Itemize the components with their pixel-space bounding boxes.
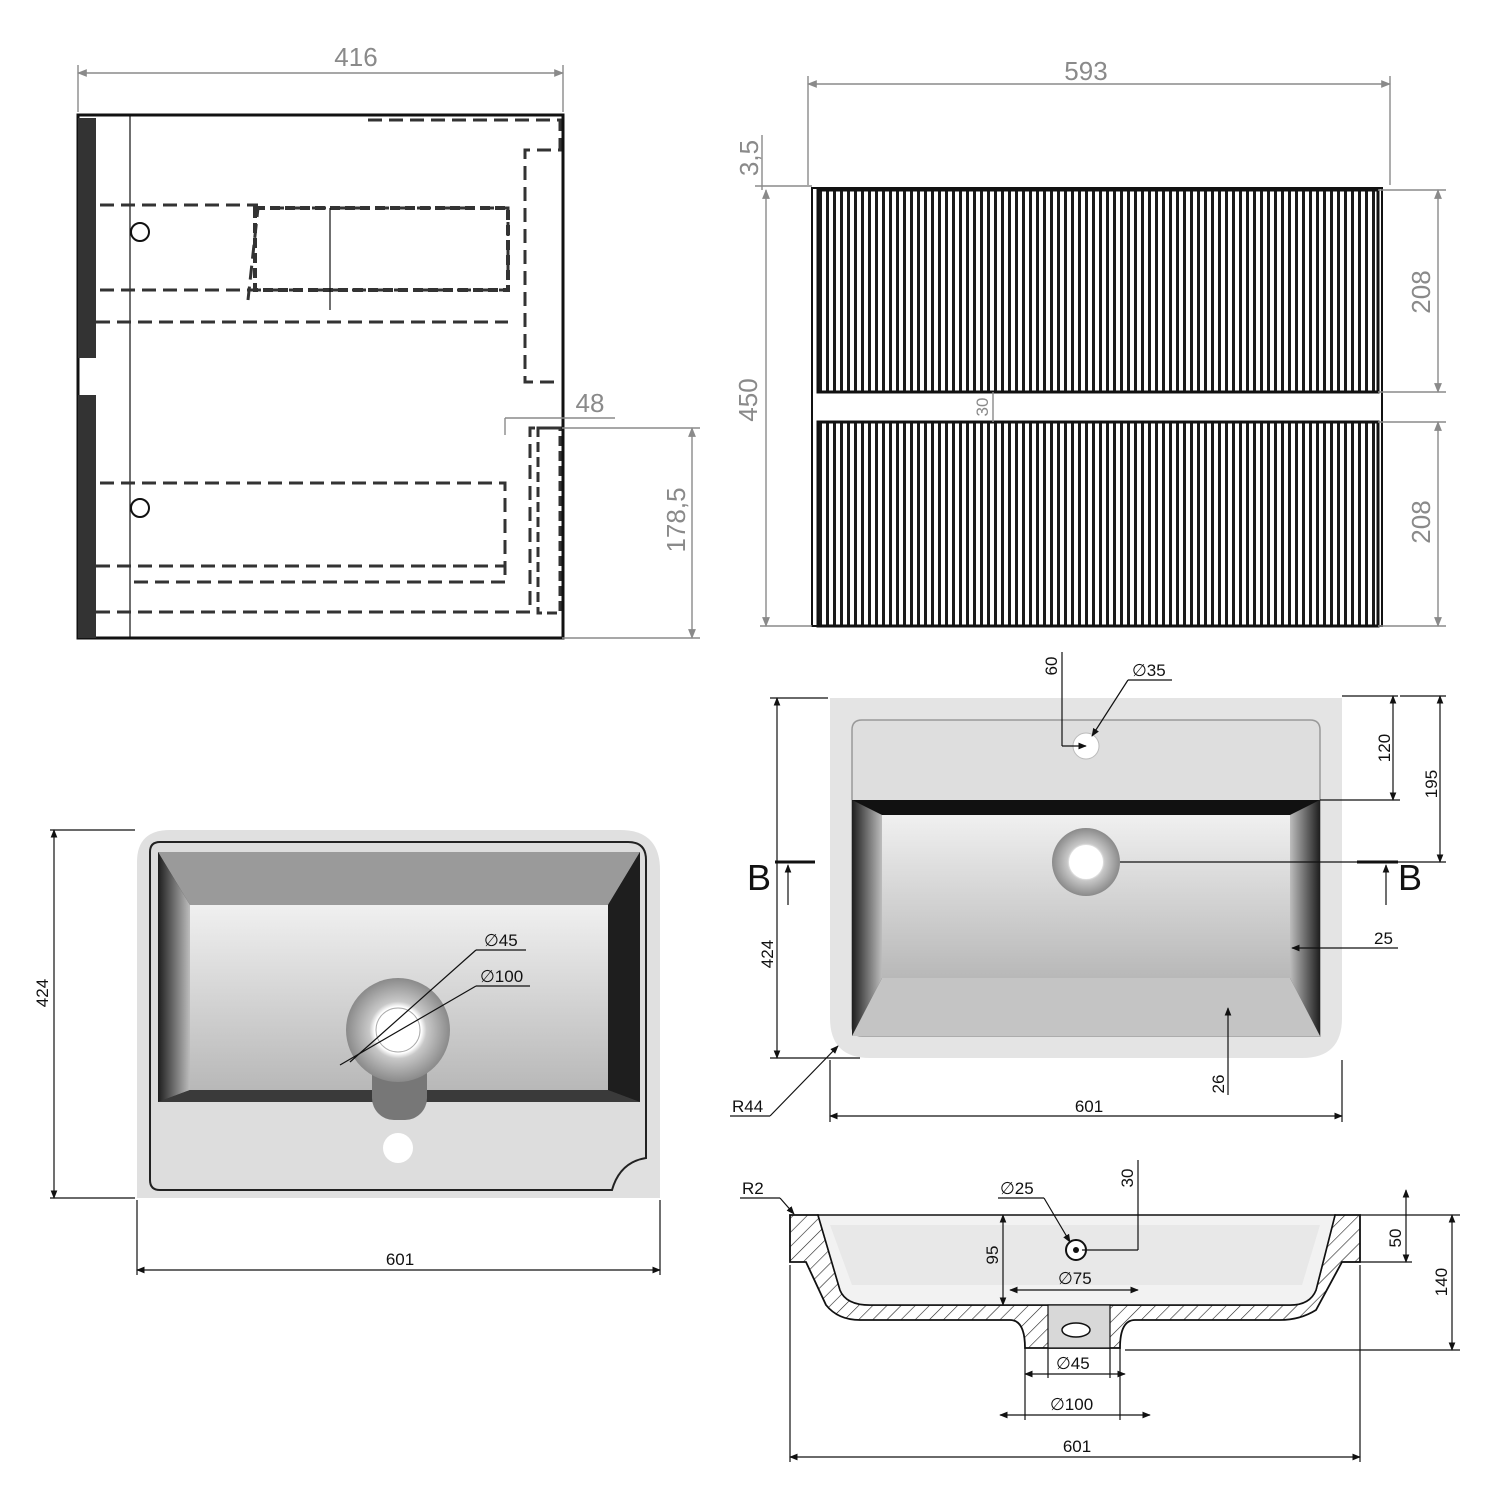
cabinet-front-view: 593 3,5 450 30 208 208 xyxy=(733,56,1446,628)
section-drain-top-label: ∅75 xyxy=(1058,1269,1092,1288)
section-overflow-hole-label: ∅25 xyxy=(1000,1179,1034,1198)
plan-tap-hole-label: ∅35 xyxy=(1132,661,1166,680)
section-marker-left: B xyxy=(747,857,771,898)
side-height-label: 178,5 xyxy=(661,487,691,552)
drain-inner xyxy=(375,1007,421,1053)
top-hole-small-label: ∅45 xyxy=(484,931,518,950)
top-width-label: 601 xyxy=(386,1250,414,1269)
section-drain-small-label: ∅45 xyxy=(1056,1354,1090,1373)
plan-width-label: 601 xyxy=(1075,1097,1103,1116)
plan-front-rim-label: 26 xyxy=(1209,1075,1228,1094)
plan-side-rim-label: 25 xyxy=(1374,929,1393,948)
drawer-bottom-front xyxy=(816,420,1380,628)
plan-tap-offset-label: 60 xyxy=(1042,657,1061,676)
front-gap-label: 30 xyxy=(973,398,992,417)
cabinet-side-view: 416 48 178,5 xyxy=(76,42,700,640)
section-overflow-height-label: 30 xyxy=(1118,1169,1137,1188)
basin-section-view: R2 ∅25 30 95 ∅75 ∅45 ∅100 50 140 xyxy=(740,1160,1460,1462)
front-width-label: 593 xyxy=(1064,56,1107,86)
section-rim-label: 50 xyxy=(1386,1229,1405,1248)
top-hole-large-label: ∅100 xyxy=(480,967,523,986)
front-drawer-bottom-label: 208 xyxy=(1406,500,1436,543)
plan-to-drain-label: 195 xyxy=(1422,770,1441,798)
basin-plan-view: 60 ∅35 120 195 B B 424 25 26 R44 xyxy=(730,652,1446,1122)
side-front-panel-top xyxy=(78,118,96,358)
side-front-panel-bottom xyxy=(78,395,96,638)
section-height-label: 140 xyxy=(1432,1268,1451,1296)
basin-top-view: ∅45 ∅100 424 601 xyxy=(33,829,661,1275)
section-drain-large-label: ∅100 xyxy=(1050,1395,1093,1414)
section-bowl-depth-label: 95 xyxy=(983,1246,1002,1265)
plan-radius-label: R44 xyxy=(732,1097,763,1116)
drawer-top-front xyxy=(816,188,1380,394)
side-outline xyxy=(76,113,565,640)
plan-tap-to-bowl-label: 120 xyxy=(1375,734,1394,762)
tap-hole xyxy=(383,1133,413,1163)
section-marker-right: B xyxy=(1398,857,1422,898)
side-width-label: 416 xyxy=(334,42,377,72)
front-topgap-label: 3,5 xyxy=(734,140,764,176)
section-radius-label: R2 xyxy=(742,1179,764,1198)
top-depth-label: 424 xyxy=(33,979,52,1007)
plan-depth-label: 424 xyxy=(758,940,777,968)
section-width-label: 601 xyxy=(1063,1437,1091,1456)
front-drawer-top-label: 208 xyxy=(1406,270,1436,313)
side-step-label: 48 xyxy=(576,388,605,418)
front-height-label: 450 xyxy=(733,378,763,421)
